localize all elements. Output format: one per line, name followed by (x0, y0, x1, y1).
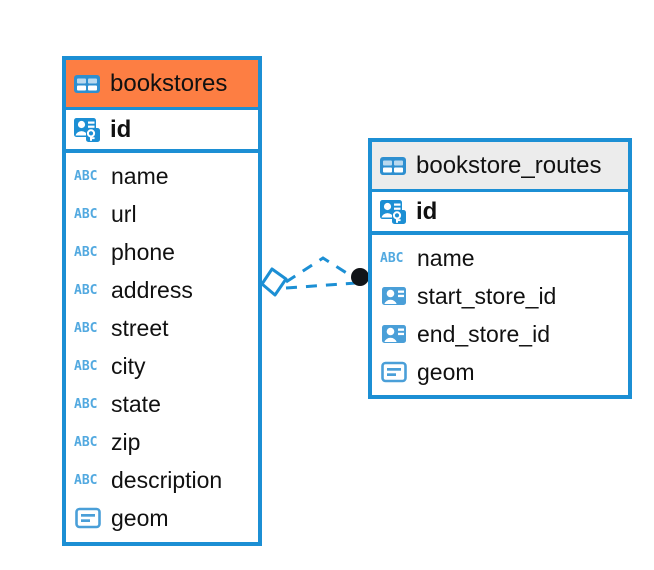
text-abc-icon: ABC (74, 244, 98, 260)
entity-table-bookstores[interactable]: bookstores id (62, 56, 262, 546)
entity-header-bookstores[interactable]: bookstores (66, 60, 258, 107)
field-list-bookstore-routes: ABC name start_store_id (372, 235, 628, 394)
field-row-url[interactable]: ABC url (66, 195, 258, 233)
field-row-address[interactable]: ABC address (66, 271, 258, 309)
geometry-icon (74, 506, 102, 530)
field-row-end-store-id[interactable]: end_store_id (372, 315, 628, 353)
table-icon (73, 73, 101, 95)
text-abc-icon: ABC (74, 472, 98, 488)
field-row-geom[interactable]: geom (66, 499, 258, 537)
table-icon (379, 155, 407, 177)
field-label: name (417, 244, 475, 271)
foreign-key-icon (380, 284, 408, 308)
geometry-icon (380, 360, 408, 384)
field-label: name (111, 162, 169, 189)
field-label: start_store_id (417, 282, 557, 309)
field-row-name[interactable]: ABC name (372, 239, 628, 277)
field-row-name[interactable]: ABC name (66, 157, 258, 195)
text-abc-icon: ABC (74, 320, 98, 336)
field-row-description[interactable]: ABC description (66, 461, 258, 499)
primary-key-icon (73, 117, 101, 143)
relationship-line-lower (285, 281, 357, 290)
text-abc-icon: ABC (74, 358, 98, 374)
text-abc-icon: ABC (74, 206, 98, 222)
field-row-phone[interactable]: ABC phone (66, 233, 258, 271)
field-row-city[interactable]: ABC city (66, 347, 258, 385)
primary-key-row-bookstore-routes[interactable]: id (372, 189, 628, 235)
field-row-geom[interactable]: geom (372, 353, 628, 391)
field-row-state[interactable]: ABC state (66, 385, 258, 423)
diamond-marker (260, 267, 288, 297)
entity-table-bookstore-routes[interactable]: bookstore_routes id (368, 138, 632, 399)
field-label: geom (111, 504, 169, 531)
text-abc-icon: ABC (74, 434, 98, 450)
primary-key-label: id (416, 197, 438, 225)
entity-title: bookstores (110, 69, 228, 97)
relationship-lines (285, 256, 357, 290)
text-abc-icon: ABC (74, 282, 98, 298)
text-abc-icon: ABC (74, 396, 98, 412)
field-label: zip (111, 428, 141, 455)
field-label: url (111, 200, 137, 227)
dot-marker (351, 268, 369, 286)
primary-key-row-bookstores[interactable]: id (66, 107, 258, 153)
field-row-street[interactable]: ABC street (66, 309, 258, 347)
relationship-line-upper (285, 256, 357, 284)
primary-key-label: id (110, 115, 132, 143)
field-label: city (111, 352, 146, 379)
text-abc-icon: ABC (380, 250, 404, 266)
field-label: state (111, 390, 161, 417)
field-label: street (111, 314, 169, 341)
primary-key-icon (379, 199, 407, 225)
text-abc-icon: ABC (74, 168, 98, 184)
field-label: geom (417, 358, 475, 385)
field-label: address (111, 276, 193, 303)
foreign-key-icon (380, 322, 408, 346)
field-row-start-store-id[interactable]: start_store_id (372, 277, 628, 315)
field-label: description (111, 466, 223, 493)
entity-title: bookstore_routes (416, 151, 602, 179)
field-label: end_store_id (417, 320, 550, 347)
entity-header-bookstore-routes[interactable]: bookstore_routes (372, 142, 628, 189)
field-list-bookstores: ABC name ABC url ABC phone ABC address A… (66, 153, 258, 540)
field-label: phone (111, 238, 175, 265)
field-row-zip[interactable]: ABC zip (66, 423, 258, 461)
